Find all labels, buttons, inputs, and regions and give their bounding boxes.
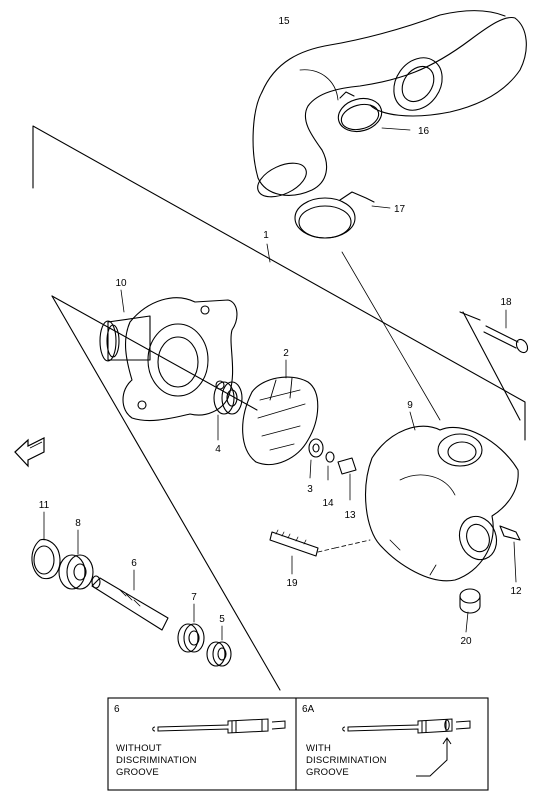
callout-14: 14: [322, 498, 334, 509]
legend-left-title: 6: [114, 704, 120, 715]
oil-seal-5: [206, 625, 232, 667]
bearing-7: [177, 603, 205, 653]
mechanical-seal-4: [213, 381, 243, 441]
screw-12: [499, 525, 521, 583]
callout-13: 13: [344, 510, 356, 521]
legend-left-line1: WITHOUT: [116, 743, 162, 754]
pump-shaft-6: [91, 569, 169, 631]
legend-right-title: 6A: [302, 704, 315, 715]
washer-3: [308, 438, 324, 479]
callout-8: 8: [75, 518, 81, 529]
shaft-without-groove: [152, 718, 286, 734]
callout-17: 17: [394, 204, 406, 215]
callout-1: 1: [263, 230, 269, 241]
legend-right-line2: DISCRIMINATION: [306, 755, 387, 766]
pump-cover-10: [99, 289, 238, 422]
hose-clamp-16: [337, 91, 411, 133]
callout-3: 3: [307, 484, 313, 495]
assembly-bracket-lines: [32, 125, 526, 691]
callout-18: 18: [500, 297, 512, 308]
callout-20: 20: [460, 636, 472, 647]
shaft-with-groove: [342, 718, 471, 777]
callout-9: 9: [407, 400, 413, 411]
legend-right-line1: WITH: [306, 743, 331, 754]
bearing-8: [58, 529, 94, 590]
callout-19: 19: [286, 578, 298, 589]
callout-2: 2: [283, 348, 289, 359]
shaft-variant-legend: 6 WITHOUT DISCRIMINATION GROOVE 6A WITH …: [107, 697, 489, 791]
callout-11: 11: [39, 500, 50, 511]
impeller-2: [242, 359, 319, 466]
stud-19: [269, 529, 371, 575]
callout-16: 16: [418, 126, 430, 137]
hose-clamp-17: [294, 191, 441, 421]
washer-14: [325, 451, 335, 481]
callout-5: 5: [219, 614, 225, 625]
front-direction-arrow-icon: [14, 437, 45, 468]
callout-4: 4: [215, 444, 221, 455]
bolt-20: [459, 588, 481, 633]
callout-10: 10: [115, 278, 127, 289]
screw-18: [483, 309, 529, 354]
callout-6: 6: [131, 558, 137, 569]
legend-left-line3: GROOVE: [116, 767, 159, 778]
callout-12: 12: [510, 586, 522, 597]
water-hose-15: [252, 10, 527, 198]
legend-right-line3: GROOVE: [306, 767, 349, 778]
circlip-11: [31, 511, 61, 580]
bolt-13: [337, 457, 357, 501]
legend-left-line2: DISCRIMINATION: [116, 755, 197, 766]
callout-7: 7: [191, 592, 197, 603]
pump-case-9: [365, 411, 519, 582]
callout-15: 15: [278, 16, 290, 27]
